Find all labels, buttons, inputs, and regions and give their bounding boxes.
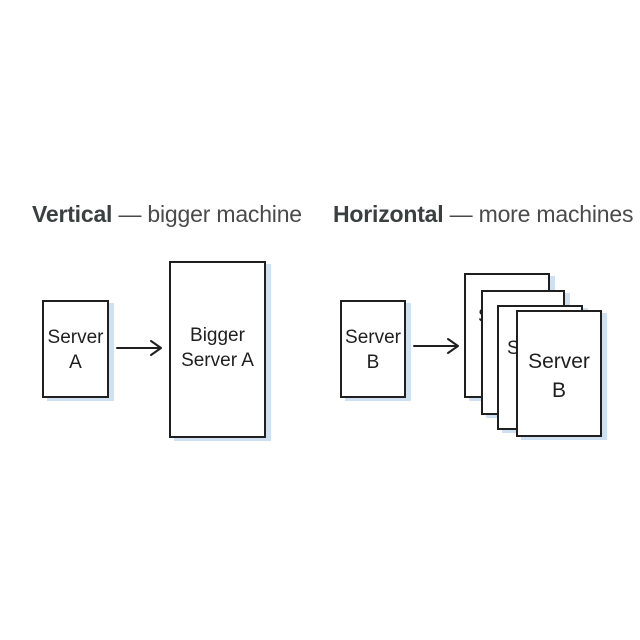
horizontal-heading-rest: — more machines — [443, 201, 634, 227]
stacked-server-front-label-line1: Server — [528, 350, 590, 373]
server-a-label-line2: A — [69, 352, 82, 373]
vertical-heading-bold: Vertical — [32, 201, 113, 227]
server-a-box: Server A — [42, 300, 109, 398]
server-b-box: Server B — [340, 300, 406, 398]
stacked-server-front-label: Server B — [518, 347, 600, 405]
horizontal-heading-bold: Horizontal — [333, 201, 444, 227]
stacked-server-front-box: Server B — [516, 310, 602, 437]
bigger-server-a-label-line2: Server A — [181, 350, 254, 371]
vertical-heading: Vertical — bigger machine — [32, 198, 302, 230]
server-b-label-line2: B — [366, 352, 380, 373]
stacked-server-front-label-line2: B — [551, 379, 566, 402]
server-a-label-line1: Server — [47, 327, 104, 348]
server-b-label: Server B — [342, 325, 404, 375]
horizontal-heading: Horizontal — more machines — [333, 198, 633, 230]
vertical-heading-rest: — bigger machine — [112, 201, 302, 227]
bigger-server-a-label-line1: Bigger — [190, 325, 245, 346]
horizontal-arrow-icon — [413, 338, 459, 354]
bigger-server-a-box: Bigger Server A — [169, 261, 266, 438]
server-b-label-line1: Server — [345, 327, 401, 348]
server-a-label: Server A — [44, 325, 107, 375]
bigger-server-a-label: Bigger Server A — [171, 323, 264, 373]
vertical-arrow-icon — [116, 340, 162, 356]
